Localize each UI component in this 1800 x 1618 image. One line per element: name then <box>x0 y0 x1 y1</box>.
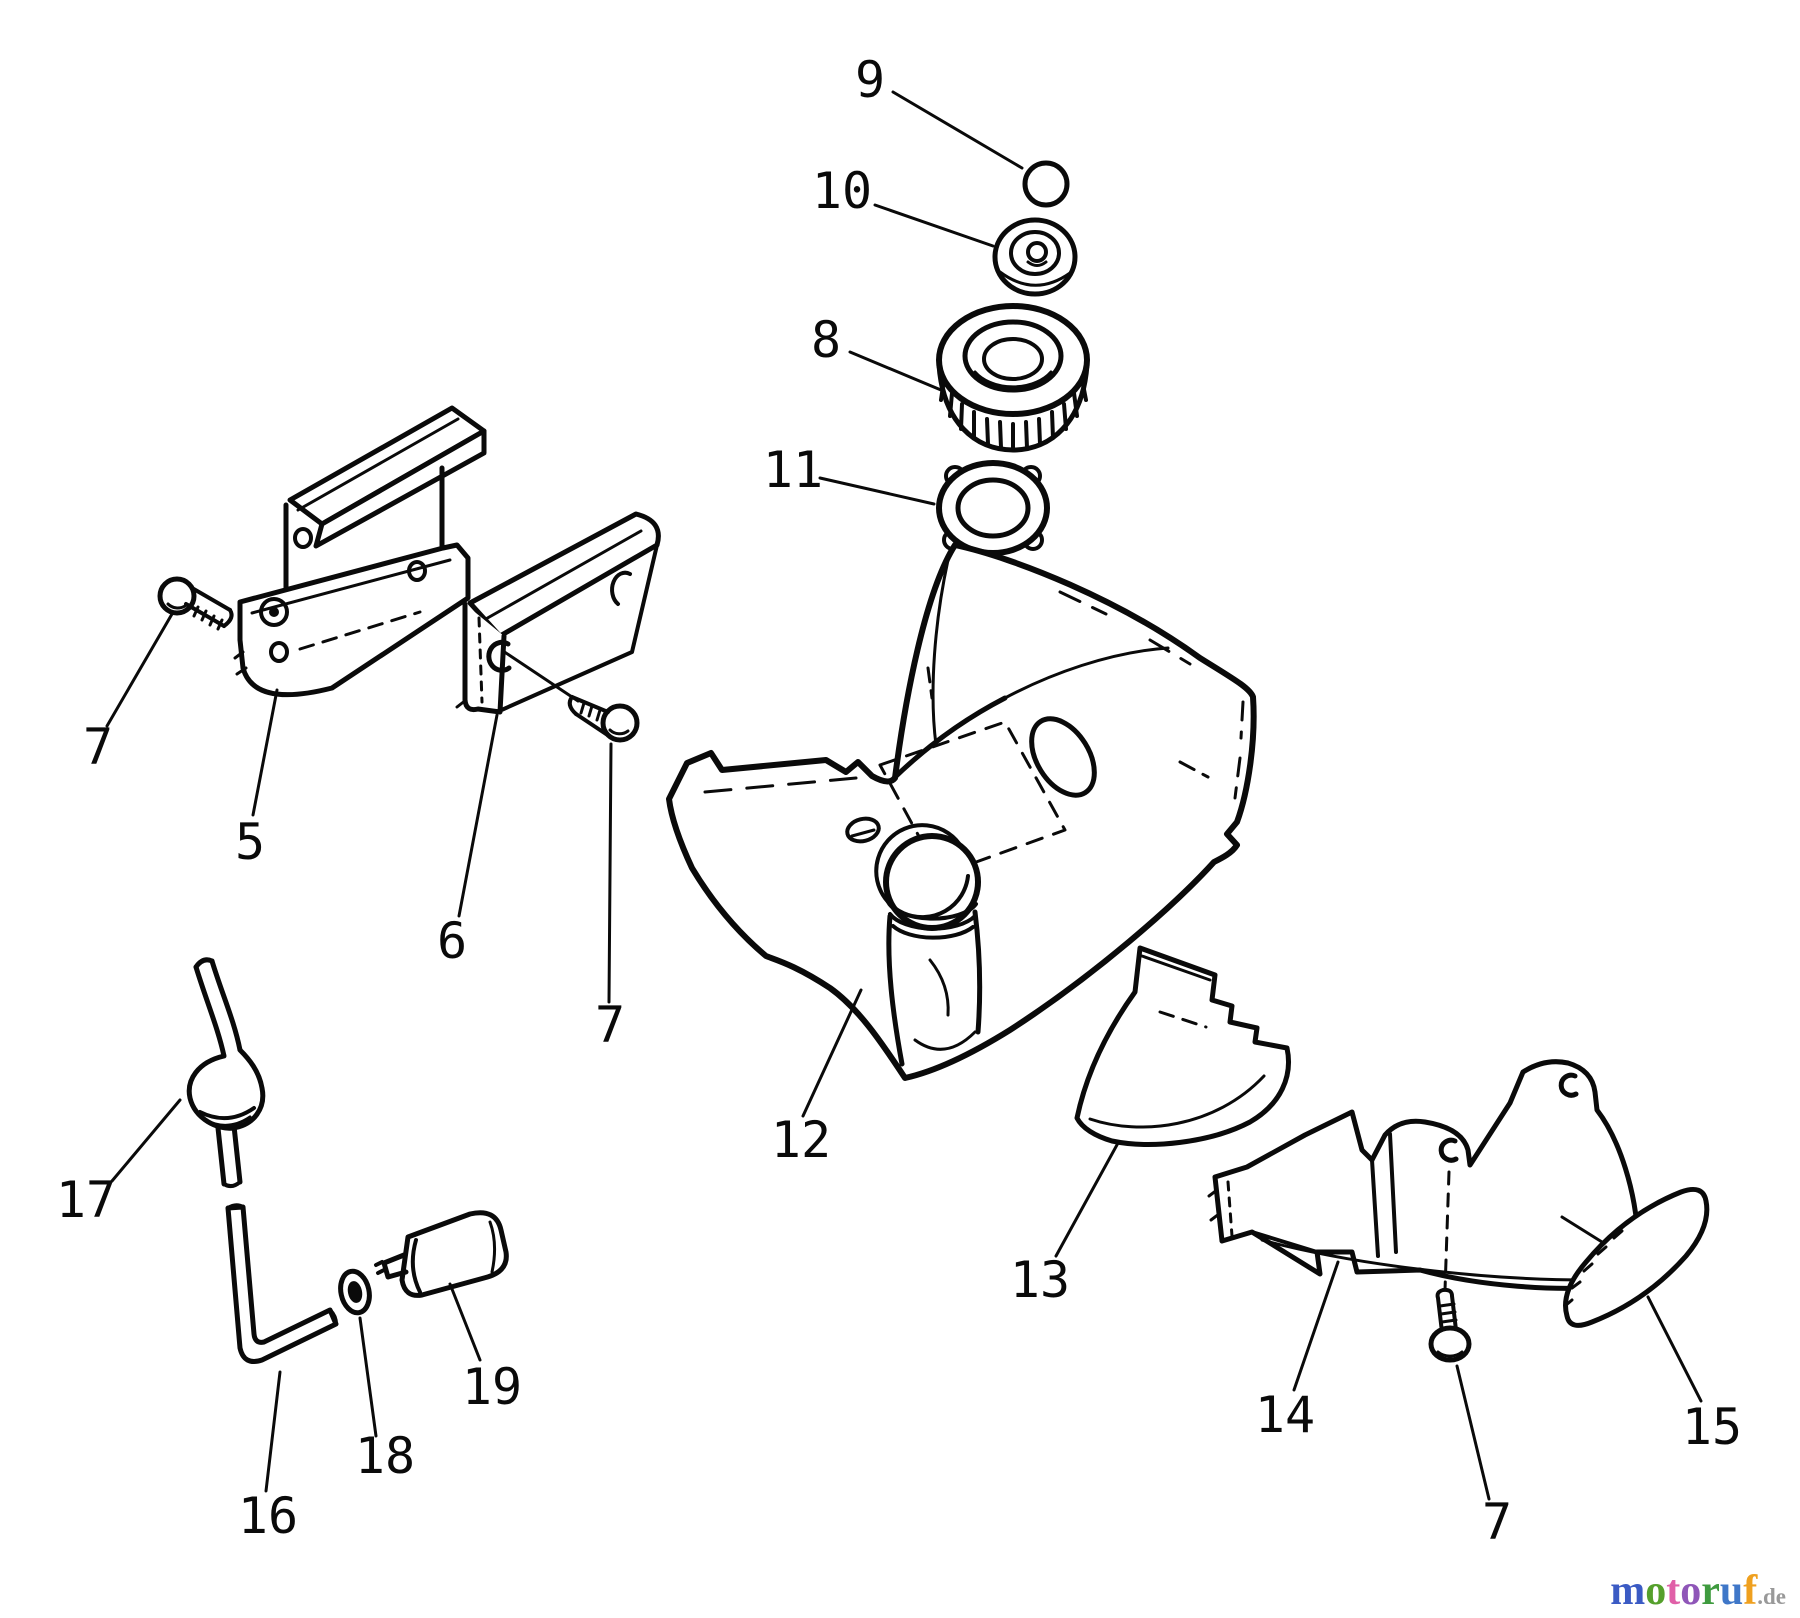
callout-leader-7-6 <box>105 612 174 728</box>
motoruf-logo-suffix: .de <box>1757 1584 1786 1609</box>
callout-leader-7-7 <box>607 742 613 1004</box>
callout-leader-8-2 <box>848 350 943 392</box>
callout-leader-16-13 <box>264 1370 282 1493</box>
motoruf-logo-word: motoruf <box>1610 1568 1757 1614</box>
gasket-11-drawing <box>936 460 1050 556</box>
logo-letter-o-1: o <box>1645 1568 1667 1614</box>
callout-leader-11-3 <box>818 476 936 506</box>
callout-leader-15-12 <box>1646 1295 1703 1403</box>
callout-number-19-16: 19 <box>462 1358 522 1416</box>
callout-number-7-6: 7 <box>83 718 113 776</box>
motoruf-logo: motoruf.de <box>1610 1570 1786 1612</box>
fuel-cap-8-drawing <box>936 303 1090 453</box>
fuel-cap-retainer-9-drawing <box>1022 160 1070 208</box>
fuel-pipe-17-drawing <box>186 957 266 1189</box>
logo-letter-o-3: o <box>1680 1568 1702 1614</box>
logo-letter-f-6: f <box>1743 1568 1758 1614</box>
callout-leader-5-4 <box>251 688 279 817</box>
washer-18-drawing <box>338 1268 372 1316</box>
screw-7-bottom-drawing <box>1428 1287 1472 1363</box>
callout-number-17-14: 17 <box>56 1171 116 1229</box>
callout-number-13-10: 13 <box>1010 1251 1070 1309</box>
callout-leader-12-9 <box>801 988 863 1118</box>
pipe-16-drawing <box>225 1203 339 1364</box>
decal-15-drawing <box>1563 1187 1710 1328</box>
callout-number-7-7: 7 <box>595 996 625 1054</box>
callout-leader-13-10 <box>1054 1141 1120 1258</box>
callout-leader-6-5 <box>457 713 499 918</box>
screw-7-mid-drawing <box>567 695 640 743</box>
callout-number-14-11: 14 <box>1255 1386 1315 1444</box>
fuel-filter-19-drawing <box>374 1210 509 1298</box>
callout-leader-17-14 <box>110 1098 182 1183</box>
callout-number-18-15: 18 <box>355 1427 415 1485</box>
bracket-5-drawing <box>233 405 487 698</box>
cap-valve-10-drawing <box>992 217 1078 297</box>
callout-number-7-8: 7 <box>1482 1493 1512 1551</box>
shield-14-drawing <box>1207 1059 1641 1292</box>
screw-7-left-drawing <box>157 576 234 631</box>
knurl-ticks <box>939 377 1088 452</box>
callout-number-15-12: 15 <box>1682 1398 1742 1456</box>
callout-leader-19-16 <box>448 1282 482 1362</box>
logo-letter-r-4: r <box>1701 1568 1720 1614</box>
callout-number-8-2: 8 <box>811 311 841 369</box>
callout-number-5-4: 5 <box>235 813 265 871</box>
callout-number-12-9: 12 <box>771 1111 831 1169</box>
fuel-tank-12-drawing <box>666 542 1257 1081</box>
callout-leader-14-11 <box>1292 1260 1340 1392</box>
bracket-6-drawing <box>455 511 661 715</box>
callout-leader-9-0 <box>891 90 1024 170</box>
shield-13-drawing <box>1074 945 1291 1147</box>
logo-letter-u-5: u <box>1719 1568 1744 1614</box>
callout-number-11-3: 11 <box>763 441 823 499</box>
callout-number-6-5: 6 <box>437 912 467 970</box>
callout-number-9-0: 9 <box>855 51 885 109</box>
logo-letter-m-0: m <box>1610 1568 1646 1614</box>
callout-leader-7-8 <box>1455 1364 1491 1501</box>
callout-leader-18-15 <box>358 1316 378 1438</box>
callout-leader-10-1 <box>873 203 995 248</box>
callout-number-10-1: 10 <box>812 162 872 220</box>
callout-number-16-13: 16 <box>238 1487 298 1545</box>
logo-letter-t-2: t <box>1666 1568 1681 1614</box>
